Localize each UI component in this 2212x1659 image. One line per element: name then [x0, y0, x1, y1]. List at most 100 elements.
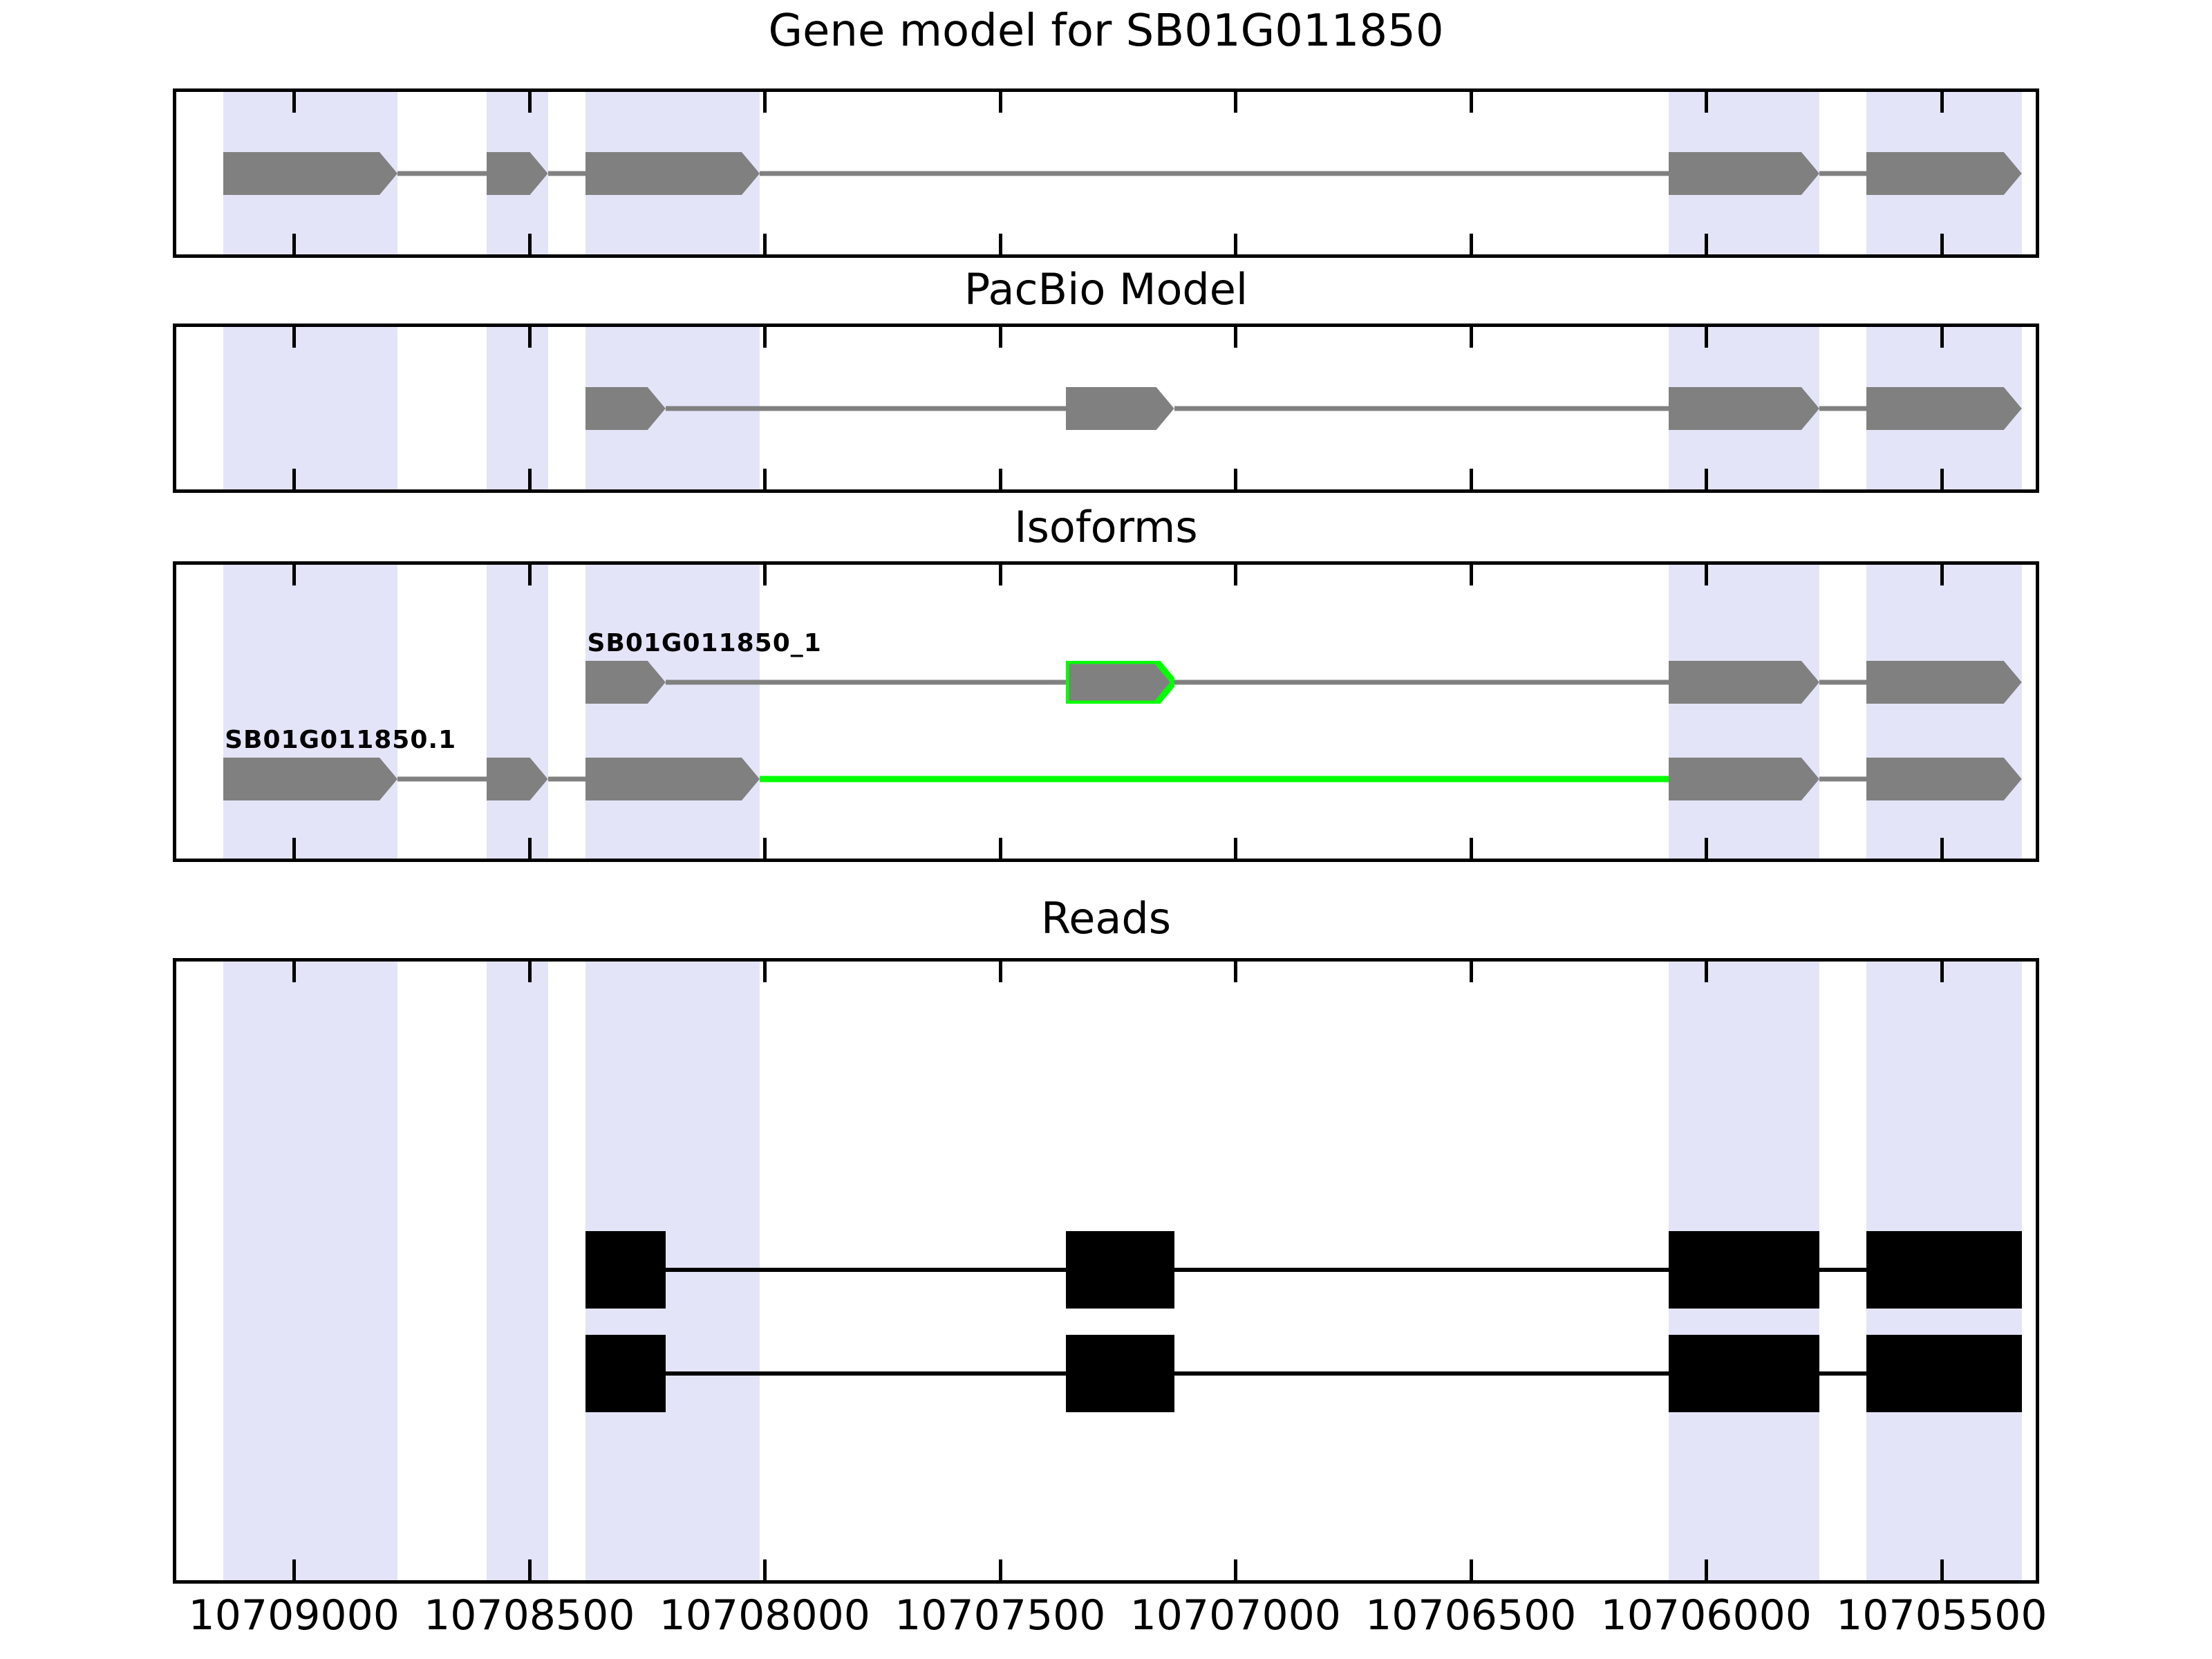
intron-line	[1819, 776, 1866, 782]
read-block[interactable]	[1066, 1335, 1174, 1412]
panel-pacbio-model[interactable]	[173, 324, 2039, 493]
read-block[interactable]	[1866, 1231, 2022, 1309]
exon[interactable]	[1668, 758, 1819, 800]
axis-tick	[763, 234, 767, 254]
axis-tick	[1705, 962, 1709, 982]
axis-tick	[1469, 234, 1473, 254]
exon[interactable]	[1668, 387, 1819, 430]
read-intron-line	[1819, 1268, 1866, 1272]
axis-tick	[292, 234, 297, 254]
exon-highlight-band	[1866, 565, 2022, 859]
axis-tick	[1469, 962, 1473, 982]
axis-tick	[1940, 92, 1944, 113]
x-axis-tick-label: 10708000	[659, 1591, 870, 1640]
exon[interactable]	[487, 152, 548, 195]
read-block[interactable]	[585, 1231, 666, 1309]
intron-line	[397, 776, 487, 782]
x-axis-tick-label: 10708500	[424, 1591, 635, 1640]
panel-title-reads: Reads	[1040, 893, 1172, 944]
exon[interactable]	[1066, 387, 1174, 430]
axis-tick	[292, 469, 297, 489]
axis-tick	[998, 327, 1002, 348]
axis-tick	[763, 469, 767, 489]
panel-gene-model[interactable]	[173, 88, 2039, 258]
read-block[interactable]	[1866, 1335, 2022, 1412]
read-block[interactable]	[1066, 1231, 1174, 1309]
axis-tick	[1469, 565, 1473, 585]
axis-tick	[763, 92, 767, 113]
axis-tick	[1469, 327, 1473, 348]
x-axis-tick-label: 10706000	[1600, 1591, 1812, 1640]
exon[interactable]	[585, 661, 666, 704]
axis-tick	[1705, 469, 1709, 489]
intron-line	[1819, 406, 1866, 411]
axis-tick	[1705, 327, 1709, 348]
axis-tick	[292, 565, 297, 585]
exon[interactable]	[585, 758, 760, 800]
exon-highlighted[interactable]	[1066, 661, 1174, 704]
intron-line	[397, 171, 487, 176]
axis-tick	[763, 565, 767, 585]
exon[interactable]	[1866, 387, 2022, 430]
exon[interactable]	[223, 758, 398, 800]
exon[interactable]	[1668, 152, 1819, 195]
axis-tick	[292, 1559, 297, 1580]
intron-line	[666, 679, 1067, 685]
axis-tick	[998, 234, 1002, 254]
read-block[interactable]	[1668, 1231, 1819, 1309]
exon-highlight-band	[585, 565, 760, 859]
axis-tick	[1234, 1559, 1238, 1580]
axis-tick	[1705, 1559, 1709, 1580]
axis-tick	[1469, 469, 1473, 489]
axis-tick	[527, 1559, 532, 1580]
axis-tick	[763, 838, 767, 859]
exon[interactable]	[223, 152, 398, 195]
x-axis-tick-label: 10707000	[1130, 1591, 1341, 1640]
axis-tick	[1469, 92, 1473, 113]
axis-tick	[1234, 469, 1238, 489]
exon-highlight-band	[487, 565, 548, 859]
read-intron-line	[1174, 1268, 1669, 1272]
axis-tick	[1940, 962, 1944, 982]
axis-tick	[1940, 1559, 1944, 1580]
exon[interactable]	[1866, 661, 2022, 704]
axis-tick	[527, 962, 532, 982]
exon[interactable]	[1866, 758, 2022, 800]
exon-highlight-band	[487, 327, 548, 489]
axis-tick	[998, 838, 1002, 859]
exon[interactable]	[585, 387, 666, 430]
read-intron-line	[1174, 1371, 1669, 1376]
exon[interactable]	[487, 758, 548, 800]
read-block[interactable]	[1668, 1335, 1819, 1412]
panel-reads[interactable]	[173, 958, 2039, 1584]
axis-tick	[1705, 565, 1709, 585]
axis-tick	[1234, 962, 1238, 982]
axis-tick	[1705, 838, 1709, 859]
axis-tick	[292, 327, 297, 348]
axis-tick	[527, 565, 532, 585]
read-block[interactable]	[585, 1335, 666, 1412]
exon[interactable]	[1866, 152, 2022, 195]
axis-tick	[763, 962, 767, 982]
axis-tick	[1940, 469, 1944, 489]
axis-tick	[1940, 234, 1944, 254]
axis-tick	[527, 92, 532, 113]
x-axis-tick-label: 10709000	[188, 1591, 400, 1640]
axis-tick	[1940, 565, 1944, 585]
exon-highlight-band	[223, 327, 398, 489]
exon-highlight-band	[223, 962, 398, 1580]
axis-tick	[998, 565, 1002, 585]
exon[interactable]	[585, 152, 760, 195]
axis-tick	[527, 327, 532, 348]
axis-tick	[1234, 565, 1238, 585]
exon-highlight-band	[487, 962, 548, 1580]
exon[interactable]	[1668, 661, 1819, 704]
axis-tick	[1469, 838, 1473, 859]
read-intron-line	[1819, 1371, 1866, 1376]
intron-line	[1819, 171, 1866, 176]
read-intron-line	[666, 1268, 1067, 1272]
panel-title-isoforms: Isoforms	[1014, 502, 1198, 552]
panel-title-pacbio: PacBio Model	[964, 264, 1248, 315]
axis-tick	[1705, 234, 1709, 254]
